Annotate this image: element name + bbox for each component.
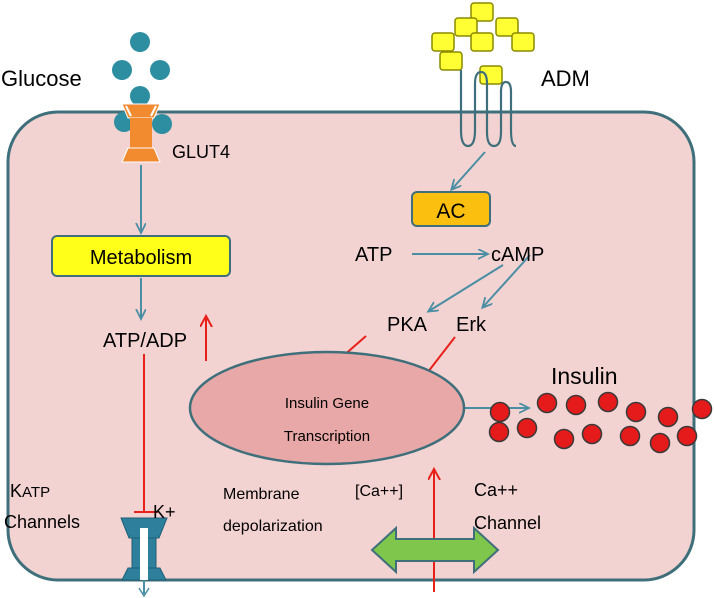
arrow-camp-to-pka [429,264,504,311]
adm-square [439,51,463,71]
insulin-dot [536,392,558,414]
membrane-label: Membrane [223,486,300,503]
adm-square [511,32,535,52]
adm-square [470,32,494,52]
insulin-dot [565,394,587,416]
arrow-receptor-to-ac [452,151,486,189]
depolarization-label: depolarization [223,518,323,535]
insulin-dot [625,401,647,423]
calcium-concentration-label: [Ca++] [355,483,403,500]
katp-label: KATP [10,481,50,501]
channels-label: Channels [4,512,80,532]
adm-square [454,17,478,37]
pka-label: PKA [387,314,428,336]
glucose-dot [130,86,150,106]
adm-ligand [431,2,535,85]
atp-adp-label: ATP/ADP [103,330,187,352]
arrow-camp-to-erk [483,254,531,307]
glucose-dot [150,60,170,80]
increase-arrows [206,317,434,592]
cell-membrane [6,110,696,582]
insulin-dot [657,406,679,428]
atp-label: ATP [355,244,392,266]
insulin-dot [619,425,641,447]
glucose-molecules [112,32,172,134]
glucose-dot [112,60,132,80]
insulin-dot [553,428,575,450]
glut4-label: GLUT4 [172,142,230,162]
katp-subscript: ATP [22,484,50,501]
insulin-dot [597,391,619,413]
camp-label: cAMP [491,244,544,266]
adm-receptor [459,70,517,148]
channel-label: Channel [474,513,541,533]
insulin-dot [489,401,511,423]
glucose-dot [130,32,150,52]
katp-k: K [10,481,22,501]
glucose-dot [152,114,172,134]
glucose-label: Glucose [1,66,82,91]
transcription-label: Transcription [284,428,370,445]
insulin-dot [691,398,713,420]
erk-label: Erk [456,314,487,336]
adm-square [431,32,455,52]
adm-square [479,65,503,85]
insulin-dot [516,417,538,439]
insulin-dot [676,425,698,447]
metabolism-box [51,235,231,277]
ac-box [411,191,491,227]
adm-label: ADM [541,66,590,91]
glut4-transporter [121,103,161,163]
insulin-granules [488,391,713,454]
adm-square [495,17,519,37]
k-plus-label: K+ [153,502,176,522]
insulin-label: Insulin [551,363,617,389]
insulin-gene-label: Insulin Gene [285,395,369,412]
nucleus [188,350,466,466]
insulin-dot [581,423,603,445]
adm-square [470,2,494,22]
metabolism-label: Metabolism [90,247,192,269]
calcium-channel [370,525,500,575]
calcium-label: Ca++ [474,480,518,500]
katp-channel [120,517,168,598]
insulin-dot [649,432,671,454]
ac-label: AC [436,200,465,223]
insulin-dot [488,421,510,443]
